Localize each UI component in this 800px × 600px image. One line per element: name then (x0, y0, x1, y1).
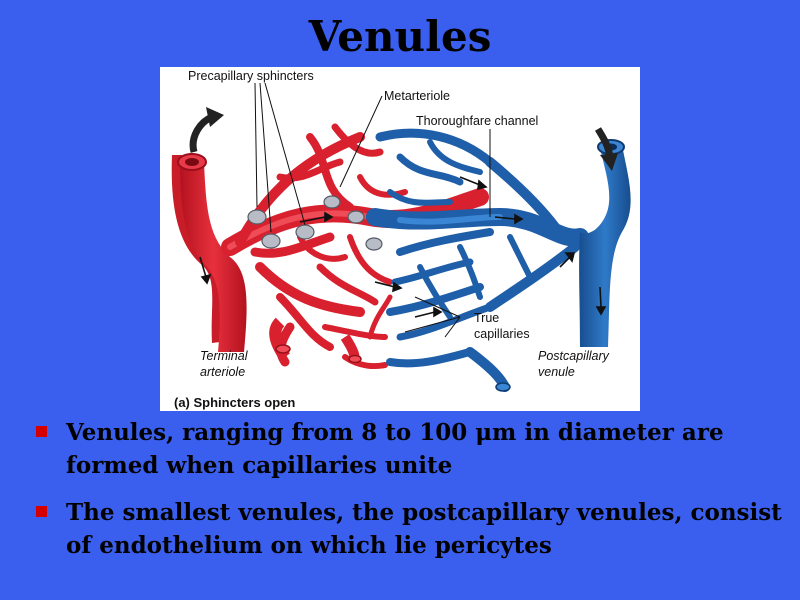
label-terminal-arteriole-line2: arteriole (200, 365, 245, 379)
label-precapillary-sphincters: Precapillary sphincters (188, 69, 314, 83)
bullet-text: The smallest venules, the postcapillary … (66, 499, 782, 559)
bullet-square-icon (36, 426, 47, 437)
slide-title: Venules (308, 12, 492, 61)
terminal-arteriole-vessel (171, 153, 247, 352)
venous-stub-vessel (495, 382, 511, 392)
bullet-text: Venules, ranging from 8 to 100 μm in dia… (66, 419, 724, 479)
bullet-item: Venules, ranging from 8 to 100 μm in dia… (30, 416, 790, 482)
arteriole-flow-arrow-icon (189, 107, 224, 153)
precapillary-sphincters (247, 195, 383, 251)
arteriole-stub-vessel (269, 317, 362, 364)
label-postcapillary-venule-line1: Postcapillary (538, 349, 610, 363)
label-metarteriole: Metarteriole (384, 89, 450, 103)
bullet-list: Venules, ranging from 8 to 100 μm in dia… (30, 416, 790, 576)
capillary-flow-arrows (199, 176, 607, 318)
bullet-square-icon (36, 506, 47, 517)
capillary-bed-illustration: Precapillary sphincters Metarteriole Tho… (171, 69, 631, 410)
label-true-capillaries-line1: True (474, 311, 499, 325)
bullet-item: The smallest venules, the postcapillary … (30, 496, 790, 562)
capillary-bed-diagram: Precapillary sphincters Metarteriole Tho… (160, 67, 640, 411)
figure-caption: (a) Sphincters open (174, 395, 295, 410)
label-terminal-arteriole-line1: Terminal (200, 349, 249, 363)
label-thoroughfare-channel: Thoroughfare channel (416, 114, 538, 128)
label-true-capillaries-line2: capillaries (474, 327, 530, 341)
postcapillary-venule-vessel (579, 139, 631, 347)
venule-flow-arrow-icon (594, 127, 618, 171)
label-leader-lines (254, 82, 491, 338)
label-postcapillary-venule-line2: venule (538, 365, 575, 379)
